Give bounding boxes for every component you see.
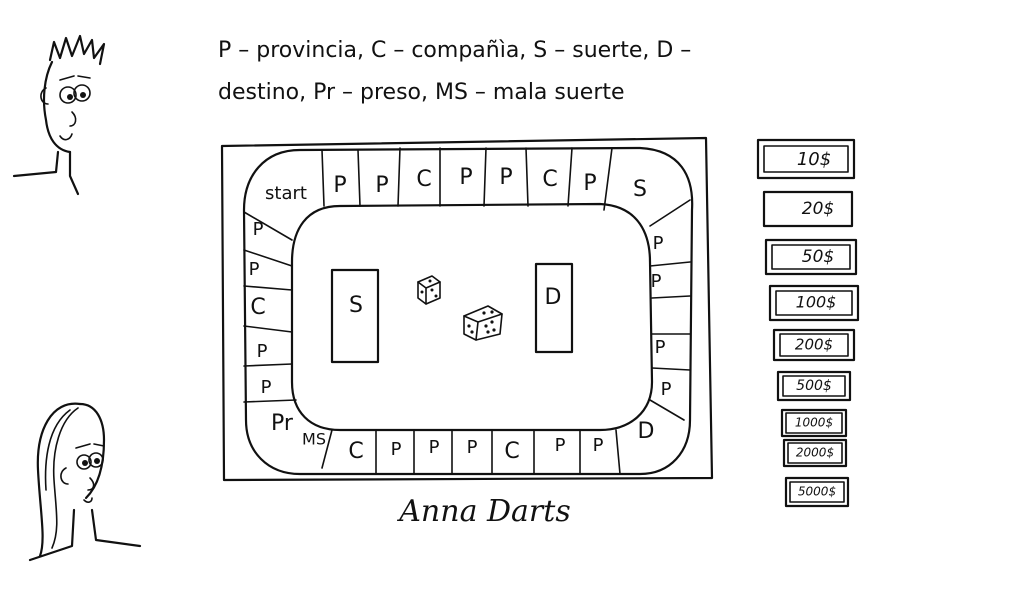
bill-500: 500$ — [776, 370, 852, 402]
bill-10: 10$ — [756, 138, 856, 180]
cell-bottom-9: Pr — [271, 411, 294, 436]
cell-bottom-1: P — [593, 435, 604, 456]
cell-top-1: P — [333, 173, 346, 198]
cell-left-2: P — [249, 259, 260, 280]
cell-left-3: C — [250, 295, 265, 320]
cell-bottom-7: C — [348, 439, 363, 464]
cell-top-6: C — [542, 167, 557, 192]
cell-bottom-5: P — [429, 437, 440, 458]
artist-signature: Anna Darts — [399, 494, 571, 529]
bill-20-label: 20$ — [802, 199, 834, 219]
cell-bottom-8: MS — [302, 430, 326, 449]
cell-left-1: P — [253, 219, 264, 240]
legend: P – provincia, C – compañìa, S – suerte,… — [218, 30, 798, 114]
cell-right-5: D — [638, 419, 655, 444]
cell-start: start — [265, 183, 307, 204]
cell-left-5: P — [261, 377, 272, 398]
bill-500-label: 500$ — [796, 378, 832, 394]
cell-top-4: P — [459, 165, 472, 190]
bill-50-label: 50$ — [802, 247, 834, 267]
bill-20: 20$ — [762, 190, 854, 228]
cell-top-8: S — [633, 177, 647, 202]
dice-large-icon — [463, 305, 503, 341]
cell-right-1: P — [653, 233, 664, 254]
bill-5000-label: 5000$ — [798, 485, 836, 499]
bill-100: 100$ — [768, 284, 860, 322]
girl-sketch-icon — [28, 402, 142, 562]
cell-right-3: P — [655, 337, 666, 358]
suerte-card-pile — [330, 268, 380, 364]
cell-left-4: P — [257, 341, 268, 362]
bill-1000-label: 1000$ — [795, 416, 833, 430]
bill-200-label: 200$ — [795, 336, 833, 354]
cell-right-2: P — [651, 271, 662, 292]
bill-100-label: 100$ — [796, 293, 837, 312]
cell-top-5: P — [499, 165, 512, 190]
bill-10-label: 10$ — [797, 149, 831, 170]
bill-1000: 1000$ — [780, 408, 848, 438]
cell-top-3: C — [416, 167, 431, 192]
cell-top-7: P — [583, 171, 596, 196]
game-board: start P P C P P C P S P P P P D P P C P … — [220, 136, 714, 482]
bill-50: 50$ — [764, 238, 858, 276]
bill-2000: 2000$ — [782, 438, 848, 468]
suerte-card-label: S — [349, 293, 363, 318]
cell-bottom-4: P — [467, 437, 478, 458]
dice-small-icon — [417, 275, 441, 305]
cell-bottom-3: C — [504, 439, 519, 464]
cell-right-4: P — [661, 379, 672, 400]
cell-bottom-2: P — [555, 435, 566, 456]
bill-5000: 5000$ — [784, 476, 850, 508]
bill-200: 200$ — [772, 328, 856, 362]
bill-2000-label: 2000$ — [796, 446, 834, 460]
destino-card-label: D — [545, 285, 562, 310]
legend-line-1: P – provincia, C – compañìa, S – suerte,… — [218, 38, 692, 63]
destino-card-pile — [534, 262, 574, 354]
legend-line-2: destino, Pr – preso, MS – mala suerte — [218, 80, 625, 105]
boy-sketch-icon — [12, 34, 106, 196]
money-bills: 10$ 20$ 50$ 100$ 200$ — [756, 138, 860, 508]
cell-top-2: P — [375, 173, 388, 198]
cell-bottom-6: P — [391, 439, 402, 460]
